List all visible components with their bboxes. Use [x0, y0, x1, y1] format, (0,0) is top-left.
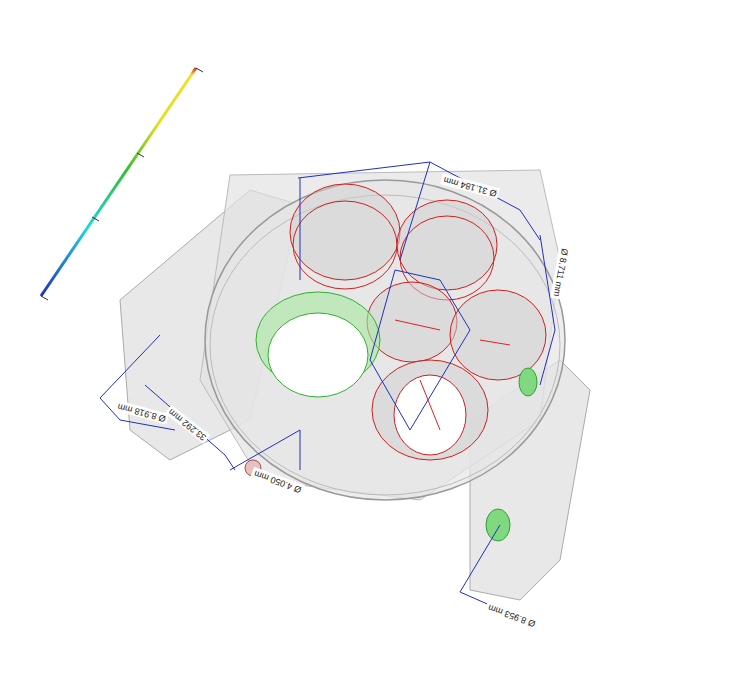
fit-markers: [395, 320, 510, 430]
dimension-label: Ø 8.953 mm: [485, 601, 539, 629]
housing: [120, 170, 590, 600]
green-bore: [245, 292, 537, 541]
dimension-lines: [100, 162, 555, 625]
